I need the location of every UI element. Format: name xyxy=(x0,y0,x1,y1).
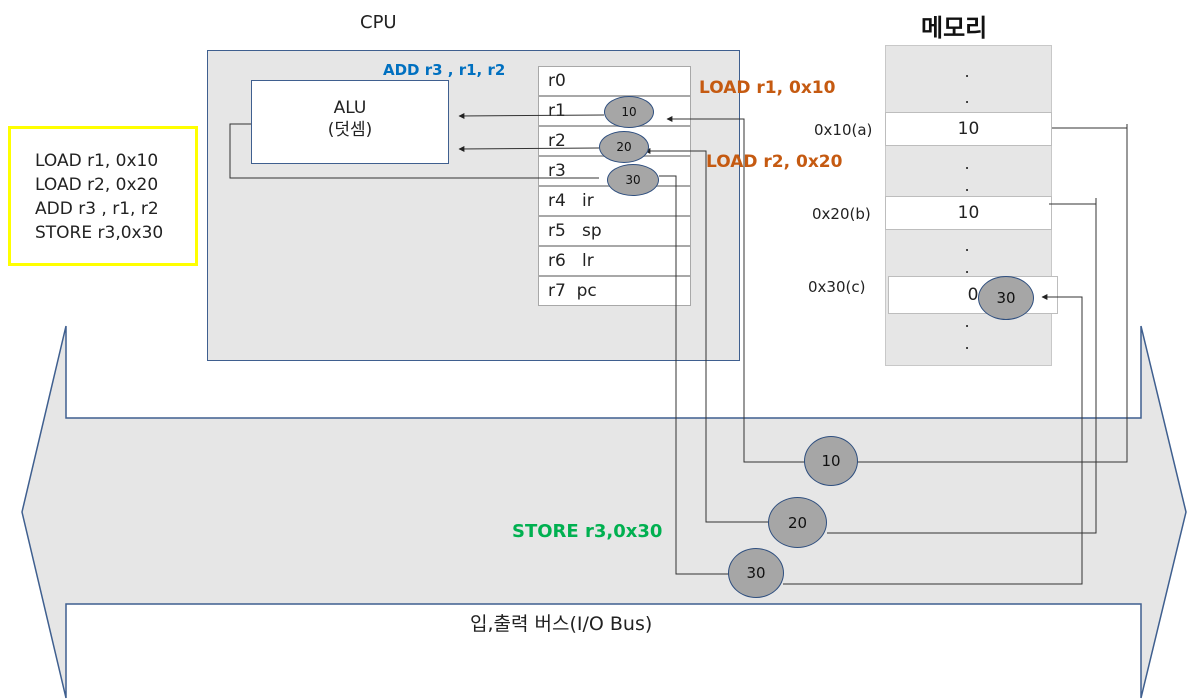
load-r1-label: LOAD r1, 0x10 xyxy=(699,78,836,98)
program-line: ADD r3 , r1, r2 xyxy=(35,199,159,219)
r1-value-token: 10 xyxy=(604,96,654,128)
store-label: STORE r3,0x30 xyxy=(512,521,663,542)
address-0x20: 0x20(b) xyxy=(812,205,871,223)
memory-ellipsis: . xyxy=(964,176,970,195)
memory-ellipsis: . xyxy=(964,334,970,353)
memory-ellipsis: . xyxy=(964,258,970,277)
alu-title: ALU xyxy=(333,98,367,118)
load-r2-label: LOAD r2, 0x20 xyxy=(706,152,843,172)
memory-cell-0x10: 10 xyxy=(885,112,1052,146)
io-bus-label: 입,출력 버스(I/O Bus) xyxy=(470,613,653,635)
bus-token-10: 10 xyxy=(804,436,858,486)
bus-token-30: 30 xyxy=(728,548,784,598)
alu-subtitle: (덧셈) xyxy=(327,120,373,140)
register-r0: r0 xyxy=(538,66,691,96)
program-line: LOAD r2, 0x20 xyxy=(35,175,159,195)
register-r5: r5 sp xyxy=(538,216,691,246)
alu-box: ALU (덧셈) xyxy=(251,80,449,164)
memory-ellipsis: . xyxy=(964,236,970,255)
program-listing: LOAD r1, 0x10 LOAD r2, 0x20 ADD r3 , r1,… xyxy=(8,126,198,266)
add-instruction-label: ADD r3 , r1, r2 xyxy=(383,61,506,79)
register-r6: r6 lr xyxy=(538,246,691,276)
register-r7: r7 pc xyxy=(538,276,691,306)
memory-ellipsis: . xyxy=(964,62,970,81)
program-line: STORE r3,0x30 xyxy=(35,223,164,243)
memory-title: 메모리 xyxy=(921,14,988,42)
memory-ellipsis: . xyxy=(964,154,970,173)
address-0x30: 0x30(c) xyxy=(808,278,866,296)
memory-ellipsis: . xyxy=(964,312,970,331)
memory-cell-0x20: 10 xyxy=(885,196,1052,230)
memory-new-value-token: 30 xyxy=(978,276,1034,320)
cpu-title: CPU xyxy=(360,12,397,33)
memory-ellipsis: . xyxy=(964,88,970,107)
r2-value-token: 20 xyxy=(599,131,649,163)
r3-value-token: 30 xyxy=(607,164,659,196)
program-line: LOAD r1, 0x10 xyxy=(35,151,159,171)
bus-token-20: 20 xyxy=(768,497,827,548)
address-0x10: 0x10(a) xyxy=(814,121,873,139)
